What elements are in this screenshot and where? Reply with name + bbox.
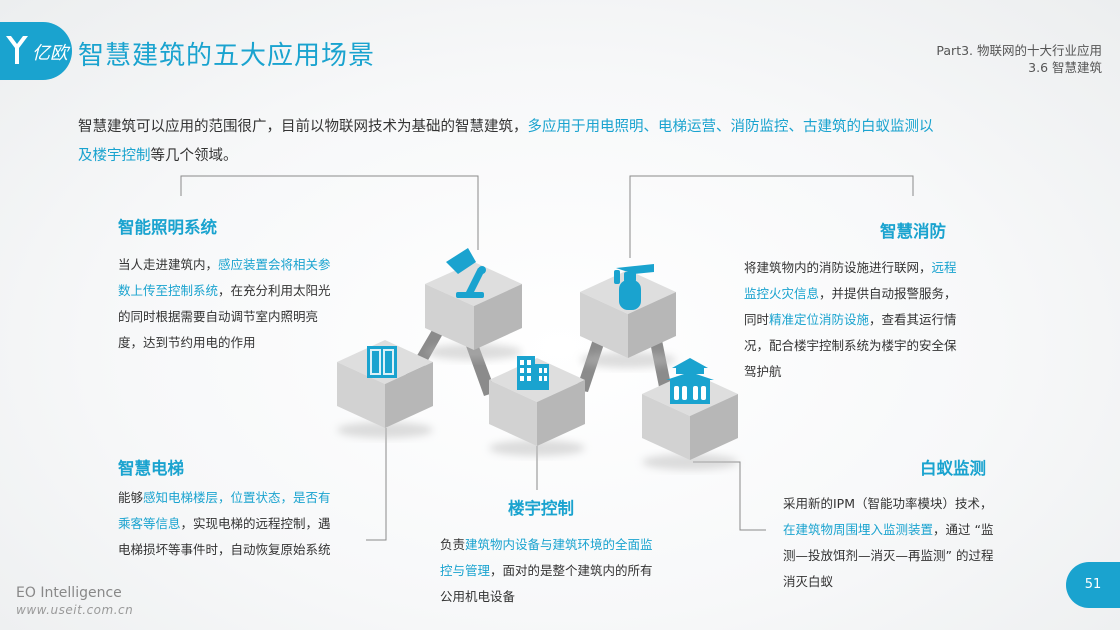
- elevator-body: 能够感知电梯楼层，位置状态，是否有乘客等信息，实现电梯的远程控制，遇电梯损坏等事…: [118, 485, 333, 563]
- page-title: 智慧建筑的五大应用场景: [78, 41, 376, 71]
- intro-highlight-2: 及楼宇控制: [78, 148, 151, 164]
- lighting-title: 智能照明系统: [118, 218, 217, 237]
- lighting-body: 当人走进建筑内，感应装置会将相关参数上传至控制系统，在充分利用太阳光的同时根据需…: [118, 252, 333, 356]
- logo-icon: [6, 36, 28, 64]
- building-title: 楼宇控制: [508, 499, 574, 518]
- building-highlight: 建筑物内设备与建筑环境的全面监控与管理: [440, 537, 653, 578]
- fire-highlight: 远程监控火灾信息: [744, 260, 957, 301]
- lighting-text-2: ，在充分利用太阳光的同时根据需要自动调节室内照明亮度，达到节约用电的作用: [118, 283, 331, 350]
- elevator-icon: [367, 346, 397, 378]
- intro-text: 智慧建筑可以应用的范围很广，目前以物联网技术为基础的智慧建筑，: [78, 119, 528, 135]
- cube-lighting: [425, 248, 522, 360]
- desk-lamp-icon: [446, 248, 486, 298]
- termite-text-2: ，通过 “监测—投放饵剂—消灭—再监测” 的过程消灭白蚁: [783, 522, 994, 589]
- strut-4: [650, 340, 672, 392]
- connector-fire: [629, 175, 914, 258]
- connector-lighting: [180, 175, 479, 250]
- cube-termite: [642, 358, 738, 470]
- intro-highlight: 多应用于用电照明、电梯运营、消防监控、古建筑的白蚁监测以: [527, 119, 934, 135]
- fire-highlight-2: 精准定位消防设施: [769, 312, 870, 327]
- footer-brand: EO Intelligence: [16, 585, 122, 601]
- connector-elevator: [366, 428, 387, 541]
- termite-title: 白蚁监测: [920, 459, 986, 478]
- fire-text-3: ，查看其运行情况，配合楼宇控制系统为楼宇的安全保驾护航: [744, 312, 957, 379]
- elevator-text-2: ，实现电梯的远程控制，遇电梯损坏等事件时，自动恢复原始系统: [118, 516, 331, 557]
- termite-text: 采用新的IPM（智能功率模块）技术，: [783, 496, 993, 511]
- elevator-text: 能够: [118, 490, 144, 505]
- fire-text: 将建筑物内的消防设施进行联网，: [744, 260, 932, 275]
- building-body: 负责建筑物内设备与建筑环境的全面监控与管理，面对的是整个建筑内的所有公用机电设备: [440, 532, 655, 610]
- office-building-icon: [517, 356, 549, 390]
- fire-extinguisher-icon: [614, 264, 654, 310]
- cube-elevator: [337, 340, 433, 438]
- termite-body: 采用新的IPM（智能功率模块）技术， 在建筑物周围埋入监测装置，通过 “监测—投放…: [783, 491, 998, 595]
- lighting-highlight: 感应装置会将相关参数上传至控制系统: [118, 257, 331, 298]
- building-text: 负责: [440, 537, 466, 552]
- connector-termite: [693, 461, 766, 531]
- elevator-highlight: 感知电梯楼层，位置状态，是否有乘客等信息: [118, 490, 331, 531]
- elevator-title: 智慧电梯: [118, 459, 184, 478]
- logo-text: 亿欧: [32, 43, 68, 64]
- page-number: 51: [1066, 562, 1120, 608]
- termite-highlight: 在建筑物周围埋入监测装置: [783, 522, 934, 537]
- fire-title: 智慧消防: [880, 222, 946, 241]
- cube-building: [489, 356, 585, 456]
- part-label: Part3. 物联网的十大行业应用: [936, 43, 1102, 58]
- intro-end: 等几个领域。: [150, 148, 238, 164]
- fire-body: 将建筑物内的消防设施进行联网，远程监控火灾信息，并提供自动报警服务，同时精准定位…: [744, 255, 962, 385]
- subsection-label: 3.6 智慧建筑: [1028, 60, 1102, 75]
- logo-badge: 亿欧: [0, 22, 72, 80]
- ancient-building-icon: [666, 358, 714, 404]
- lighting-text: 当人走进建筑内，: [118, 257, 219, 272]
- intro-paragraph: 智慧建筑可以应用的范围很广，目前以物联网技术为基础的智慧建筑，多应用于用电照明、…: [78, 113, 1068, 171]
- cube-fire: [580, 264, 676, 368]
- footer-watermark-url: www.useit.com.cn: [16, 603, 134, 617]
- section-breadcrumb: Part3. 物联网的十大行业应用 3.6 智慧建筑: [936, 42, 1102, 76]
- fire-text-2: ，并提供自动报警服务，同时: [744, 286, 957, 327]
- building-text-2: ，面对的是整个建筑内的所有公用机电设备: [440, 563, 653, 604]
